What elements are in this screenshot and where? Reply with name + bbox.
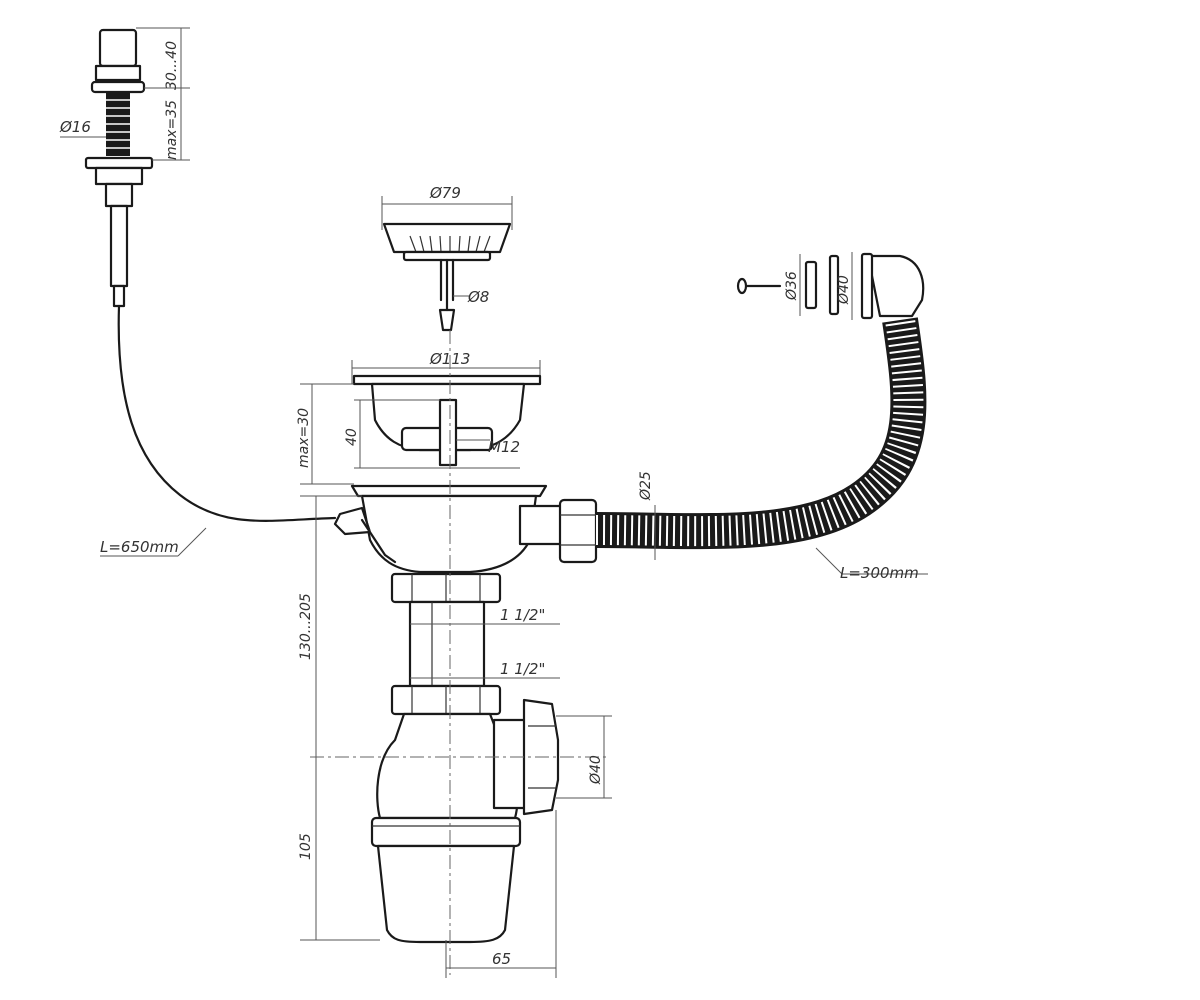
overall-height-label: 130...205: [298, 593, 314, 660]
thread-label: M12: [488, 438, 520, 456]
strainer-plug: [381, 196, 513, 332]
bottle-trap: [300, 330, 612, 978]
bowl-max-label: max=30: [296, 408, 312, 468]
hose-diameter-label: Ø25: [638, 471, 654, 501]
knob-range-label: 30...40: [164, 41, 180, 90]
stem-diameter-label: Ø8: [467, 288, 489, 306]
overflow-head: [736, 252, 925, 320]
popup-knob-assembly: [84, 28, 337, 522]
thread-upper-label: 1 1/2": [500, 606, 545, 624]
trap-offset-label: 65: [492, 950, 511, 968]
knob-dimensions: [60, 27, 190, 161]
knob-diameter-label: Ø16: [59, 118, 91, 136]
cable-length-label: L=650mm: [100, 538, 179, 556]
plug-diameter-label: Ø79: [429, 184, 461, 202]
connecting-pipe: [390, 572, 560, 716]
hose-length-label: L=300mm: [840, 564, 919, 582]
outlet-diameter-label: Ø40: [588, 755, 604, 785]
overflow-d40-label: Ø40: [836, 275, 852, 305]
bowl-depth-label: 40: [344, 428, 360, 446]
overflow-hose: [595, 317, 927, 560]
thread-lower-label: 1 1/2": [500, 660, 545, 678]
knob-max-label: max=35: [164, 100, 180, 160]
sink-flange-bowl: [300, 360, 542, 485]
trap-height-label: 105: [298, 833, 314, 860]
strainer-body: [333, 484, 598, 574]
overflow-d36-label: Ø36: [784, 271, 800, 301]
length-callouts: [100, 527, 928, 575]
